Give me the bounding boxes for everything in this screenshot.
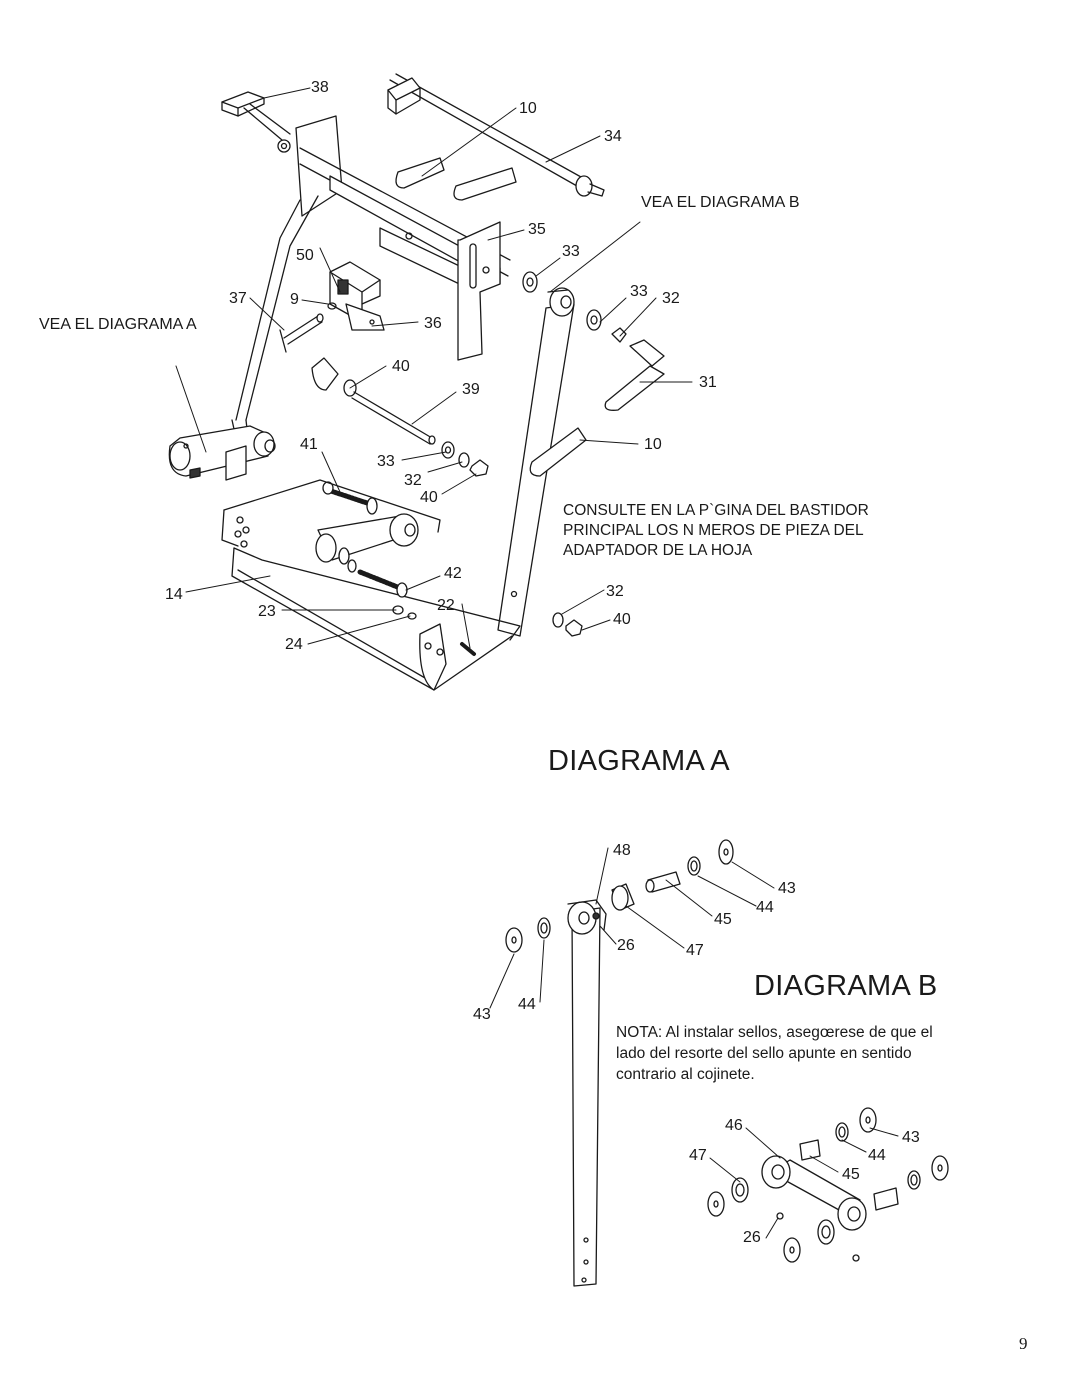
callout-33-center: 33 [377,453,395,470]
seal-note-line-3: contrario al cojinete. [616,1066,755,1083]
adapter-note-line-2: PRINCIPAL LOS N MEROS DE PIEZA DEL [563,522,864,539]
callout-40-top: 40 [392,358,410,375]
diagram-b-bushing-parts [505,839,734,953]
callout-40-lower: 40 [613,611,631,628]
callout-23: 23 [258,603,276,620]
callout-41: 41 [300,436,318,453]
lower-frame-14 [221,479,521,691]
callout-24: 24 [285,636,303,653]
callout-32-center: 32 [404,472,422,489]
nuts-32-40-lower [552,612,583,637]
callout-22: 22 [437,597,455,614]
callout-31: 31 [699,374,717,391]
callout-9: 9 [290,291,299,308]
page-number: 9 [1019,1334,1028,1353]
callout-43-detail: 43 [902,1129,920,1146]
callout-26-top: 26 [617,937,635,954]
seal-note: NOTA: Al instalar sellos, asegœrese de q… [616,1022,933,1085]
callout-44-detail: 44 [868,1147,886,1164]
washers-33-32-top [522,271,627,343]
callout-44-top: 44 [756,899,774,916]
diagram-a-title: DIAGRAMA A [548,745,730,777]
diagram-b-leaders [489,847,775,1009]
callout-10-lower: 10 [644,436,662,453]
callout-37: 37 [229,290,247,307]
callout-47-detail: 47 [689,1147,707,1164]
callout-40-center: 40 [420,489,438,506]
diagram-a-leaders [175,87,693,649]
seal-note-line-2: lado del resorte del sello apunte en sen… [616,1045,912,1062]
handle-31 [604,339,665,411]
brackets-10 [395,157,517,201]
callout-43-top: 43 [778,880,796,897]
rod-39-handle-40 [311,357,436,445]
bracket-10-lower [529,427,587,477]
callout-44-left: 44 [518,996,536,1013]
diagram-a-drawing [168,73,693,691]
diagram-b-detail [707,1107,949,1263]
callout-45-detail: 45 [842,1166,860,1183]
adapter-note-line-3: ADAPTADOR DE LA HOJA [563,542,753,559]
main-frame [235,115,511,421]
callout-43-left: 43 [473,1006,491,1023]
callout-38: 38 [311,79,329,96]
callout-48: 48 [613,842,631,859]
callout-50: 50 [296,247,314,264]
adapter-note-line-1: CONSULTE EN LA P`GINA DEL BASTIDOR [563,502,869,519]
callout-35: 35 [528,221,546,238]
inner-arm-42 [315,513,419,598]
top-shaft-34 [387,73,605,197]
callout-39: 39 [462,381,480,398]
see-diagram-b-label: VEA EL DIAGRAMA B [641,194,800,211]
callout-45-top: 45 [714,911,732,928]
adapter-note: CONSULTE EN LA P`GINA DEL BASTIDOR PRINC… [563,501,869,561]
rear-shaft-38 [221,91,291,141]
callout-32-lower: 32 [606,583,624,600]
callout-36: 36 [424,315,442,332]
callout-47-top: 47 [686,942,704,959]
callout-33-right: 33 [630,283,648,300]
callout-32-right: 32 [662,290,680,307]
small-parts-9-37 [279,302,337,353]
lock-bracket-50-36 [329,261,385,331]
callout-46: 46 [725,1117,743,1134]
washers-center [441,441,489,477]
diagram-b-drawing [489,839,949,1287]
callout-10-top: 10 [519,100,537,117]
callout-26-detail: 26 [743,1229,761,1246]
diagram-b-detail-leaders [709,1127,899,1239]
callout-34: 34 [604,128,622,145]
bolt-41 [322,481,378,515]
diagram-b-arm [567,899,607,1287]
see-diagram-a-label: VEA EL DIAGRAMA A [39,316,197,333]
callout-42: 42 [444,565,462,582]
diagram-b-title: DIAGRAMA B [754,970,938,1002]
callout-33-top: 33 [562,243,580,260]
callout-14: 14 [165,586,183,603]
left-link-arm [168,419,276,481]
seal-note-line-1: NOTA: Al instalar sellos, asegœrese de q… [616,1024,933,1041]
